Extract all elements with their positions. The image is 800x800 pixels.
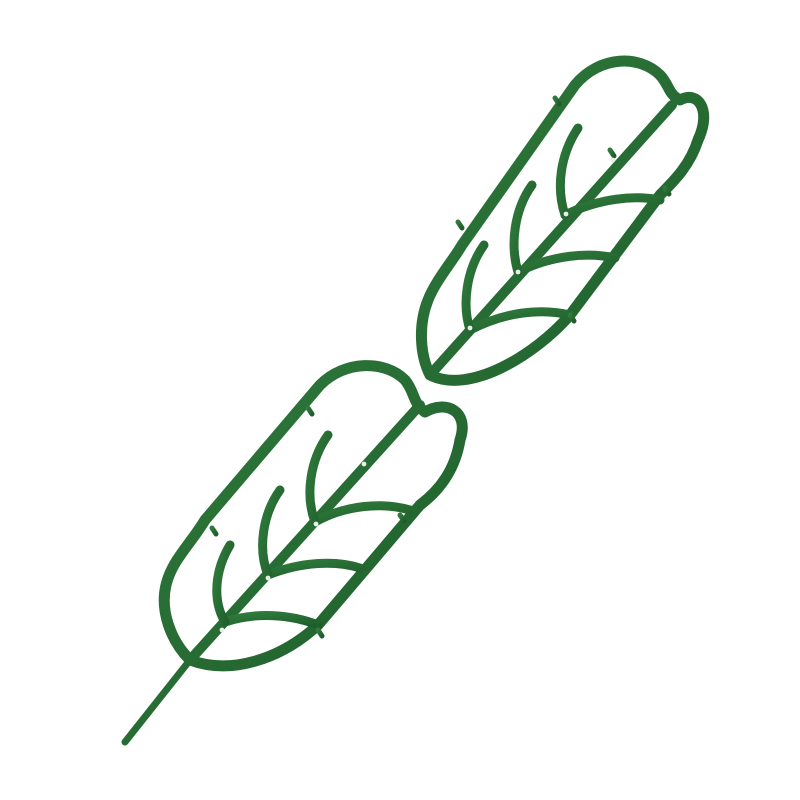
- trellis-vein-12: [555, 123, 583, 220]
- clip-nub: [607, 147, 617, 159]
- clip-nub: [567, 312, 577, 324]
- trellis-outline-upper: [415, 55, 710, 386]
- pin-hole: [361, 461, 367, 467]
- trellis-stake: [121, 656, 194, 746]
- trellis-vein-3: [263, 558, 365, 580]
- trellis-vein-2: [212, 540, 235, 627]
- trellis-vein-4: [258, 485, 285, 580]
- trellis-vein-6: [305, 430, 333, 527]
- pin-hole: [515, 269, 521, 275]
- trellis-vein-9: [513, 250, 620, 277]
- clip-nub: [315, 627, 325, 639]
- trellis-vein-11: [560, 193, 665, 220]
- clip-nub: [305, 405, 315, 417]
- trellis-vein-7: [465, 307, 575, 335]
- pin-hole: [313, 521, 319, 527]
- clip-nub: [209, 525, 219, 537]
- trellis-panel-lower: [121, 360, 468, 746]
- trellis-panel-upper: [415, 55, 710, 386]
- clip-nub: [552, 95, 562, 107]
- pin-hole: [610, 157, 616, 163]
- pin-hole: [265, 575, 271, 581]
- trellis-vein-10: [509, 180, 537, 277]
- trellis-vein-8: [461, 240, 489, 335]
- trellis-vein-5: [310, 501, 415, 527]
- pin-hole: [467, 325, 473, 331]
- pin-hole: [563, 211, 569, 217]
- clip-nub: [397, 512, 407, 524]
- trellis-vein-1: [220, 611, 323, 630]
- pin-hole: [219, 627, 225, 633]
- clip-nub: [455, 219, 465, 231]
- clip-nub: [662, 185, 672, 197]
